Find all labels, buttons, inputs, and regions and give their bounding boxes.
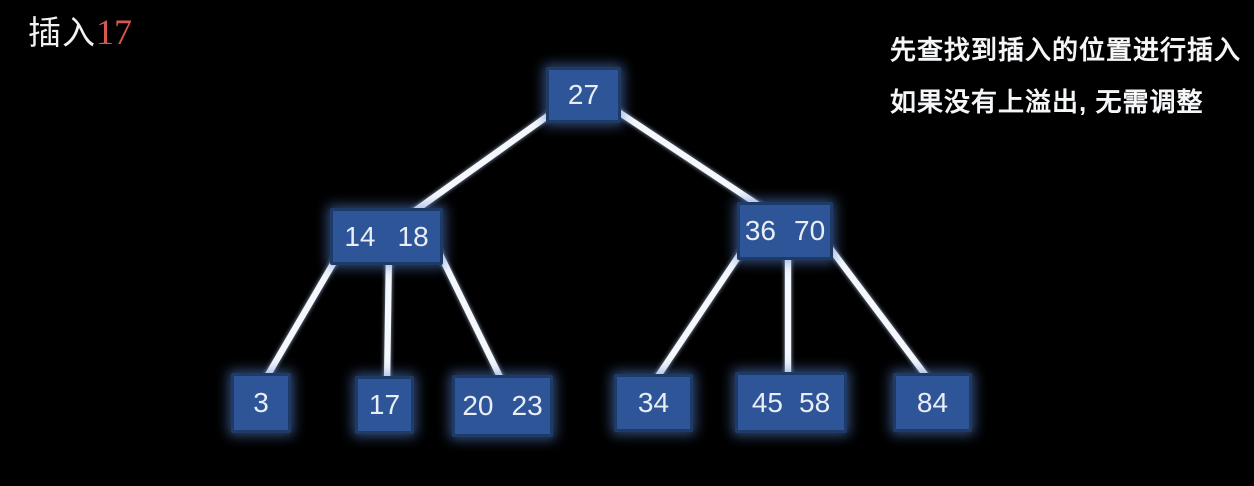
- tree-node-leaf-20-23: 20 23: [452, 375, 553, 437]
- page-title: 插入17: [28, 6, 132, 54]
- tree-node-leaf-17: 17: [355, 376, 414, 434]
- node-key: 36: [744, 215, 776, 246]
- node-key: 14: [344, 220, 376, 252]
- tree-edge-root-to-internal-left: [391, 101, 567, 229]
- node-key: 20: [462, 390, 494, 421]
- node-key: 17: [368, 389, 401, 420]
- node-key: 84: [916, 386, 949, 418]
- tree-edge-internal-right-to-leaf-84: [826, 244, 937, 389]
- note-line-2: 如果没有上溢出, 无需调整: [890, 87, 1204, 117]
- tree-node-root: 27: [546, 67, 621, 123]
- tree-node-leaf-45-58: 45 58: [735, 372, 847, 433]
- node-key: 27: [567, 79, 600, 110]
- node-key: 3: [253, 387, 269, 418]
- node-key: 58: [799, 386, 831, 418]
- title-inserted-value: 17: [96, 12, 132, 52]
- tree-edge-internal-left-to-leaf-3: [258, 246, 345, 389]
- node-key: 34: [637, 387, 670, 418]
- node-key: 18: [397, 220, 429, 252]
- annotation-notes: 先查找到插入的位置进行插入 如果没有上溢出, 无需调整: [890, 24, 1241, 128]
- tree-node-leaf-84: 84: [893, 373, 972, 432]
- tree-edge-root-to-internal-right: [604, 101, 782, 222]
- tree-edge-internal-right-to-leaf-34: [648, 244, 748, 389]
- node-key: 23: [511, 390, 543, 421]
- tree-edge-internal-left-to-leaf-20-23: [434, 246, 508, 389]
- node-key: 70: [794, 215, 826, 246]
- note-line-1: 先查找到插入的位置进行插入: [890, 35, 1242, 65]
- tree-node-leaf-34: 34: [614, 374, 693, 432]
- tree-node-internal-right: 36 70: [737, 202, 833, 260]
- node-key: 45: [751, 386, 783, 418]
- tree-node-internal-left: 14 18: [330, 208, 443, 265]
- tree-node-leaf-3: 3: [231, 373, 291, 433]
- tree-edge-internal-left-to-leaf-17: [383, 246, 393, 389]
- title-action-text: 插入: [28, 14, 96, 51]
